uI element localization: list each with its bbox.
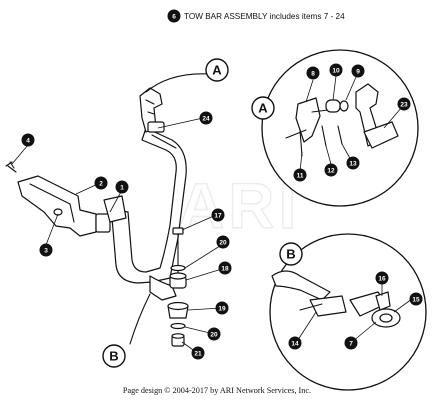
callout-19: 19 — [215, 301, 229, 315]
detail-label-b-circle: B — [279, 242, 303, 266]
svg-text:3: 3 — [44, 247, 48, 254]
callout-21: 21 — [191, 346, 205, 360]
svg-text:23: 23 — [400, 101, 408, 108]
svg-text:15: 15 — [412, 296, 420, 303]
svg-text:8: 8 — [311, 70, 315, 77]
assembly-number: 6 — [172, 13, 176, 20]
detail-label-a-circle: A — [251, 96, 275, 120]
callout-16: 16 — [375, 271, 389, 285]
assembly-header: 6 TOW BAR ASSEMBLY includes items 7 - 24 — [167, 9, 345, 23]
svg-text:A: A — [212, 63, 222, 78]
svg-text:16: 16 — [378, 275, 386, 282]
svg-text:4: 4 — [26, 137, 30, 144]
svg-text:12: 12 — [327, 167, 335, 174]
assembly-number-badge — [167, 9, 181, 23]
callout-7: 7 — [344, 336, 358, 350]
svg-text:24: 24 — [202, 115, 210, 122]
svg-text:18: 18 — [221, 265, 229, 272]
callout-17: 17 — [211, 208, 225, 222]
callout-2: 2 — [94, 176, 108, 190]
svg-text:B: B — [286, 247, 295, 262]
callout-14: 14 — [288, 336, 302, 350]
callout-24: 24 — [199, 111, 213, 125]
callout-9: 9 — [351, 64, 365, 78]
callout-20-upper: 20 — [216, 235, 230, 249]
callout-3: 3 — [39, 243, 53, 257]
tow-bar-main-drawing — [5, 87, 187, 301]
hardware-stack — [167, 227, 189, 347]
svg-text:14: 14 — [291, 340, 299, 347]
copyright-footer: Page design © 2004-2017 by ARI Network S… — [123, 386, 311, 395]
callout-15: 15 — [409, 292, 423, 306]
svg-text:1: 1 — [120, 184, 124, 191]
svg-text:9: 9 — [356, 68, 360, 75]
detail-label-a-main: A — [205, 58, 229, 82]
detail-b-leader — [129, 293, 151, 345]
svg-text:20: 20 — [219, 239, 227, 246]
hitch-end — [139, 87, 163, 133]
svg-text:10: 10 — [332, 67, 340, 74]
svg-text:A: A — [258, 101, 268, 116]
assembly-title: TOW BAR ASSEMBLY includes items 7 - 24 — [184, 12, 345, 21]
detail-a-view — [261, 49, 419, 207]
detail-a-leader — [145, 73, 211, 93]
svg-text:2: 2 — [99, 180, 103, 187]
callout-10: 10 — [329, 63, 343, 77]
ari-watermark: ARI — [178, 170, 300, 242]
callout-4: 4 — [21, 133, 35, 147]
callout-20-lower: 20 — [207, 327, 221, 341]
svg-text:20: 20 — [210, 331, 218, 338]
callout-8: 8 — [306, 66, 320, 80]
svg-text:7: 7 — [349, 340, 353, 347]
svg-text:11: 11 — [297, 172, 304, 179]
svg-text:21: 21 — [194, 350, 202, 357]
callout-1: 1 — [115, 180, 129, 194]
callout-13: 13 — [346, 156, 360, 170]
svg-text:13: 13 — [349, 160, 357, 167]
callout-11: 11 — [293, 168, 307, 182]
detail-label-b-main: B — [102, 344, 126, 368]
callout-12: 12 — [324, 163, 338, 177]
svg-text:17: 17 — [214, 212, 222, 219]
callout-18: 18 — [218, 261, 232, 275]
detail-b-view — [269, 233, 427, 391]
mounting-bracket — [17, 175, 97, 237]
svg-text:19: 19 — [218, 305, 226, 312]
svg-text:B: B — [109, 349, 118, 364]
callout-23: 23 — [397, 97, 411, 111]
